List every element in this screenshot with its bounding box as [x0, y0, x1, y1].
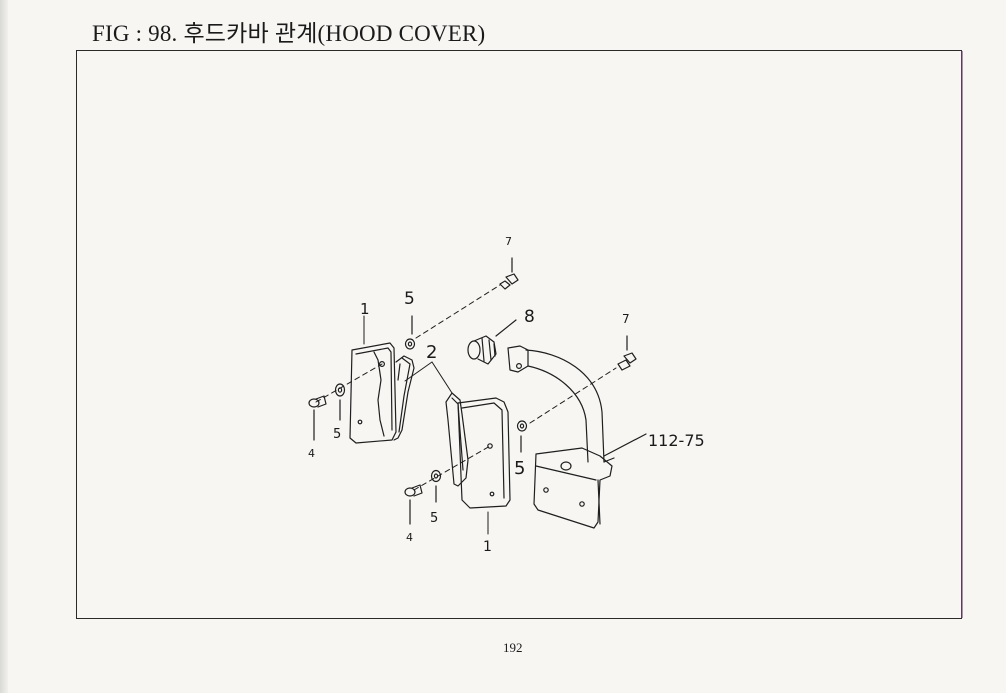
callout-7-top: 7: [505, 235, 512, 248]
screw-4-lower: [404, 484, 423, 525]
diagram-frame: [76, 50, 963, 619]
screw-4-left: [308, 395, 327, 441]
assembly-dashed-lines: [315, 284, 617, 491]
callout-2: 2: [426, 342, 437, 363]
figure-title: FIG : 98. 후드카바 관계(HOOD COVER): [92, 21, 486, 46]
bolt-7-right: [617, 335, 637, 371]
callout-4-left: 4: [308, 447, 315, 460]
callout-1-upper: 1: [360, 300, 370, 318]
callout-5-lower: 5: [430, 511, 438, 526]
callout-1-lower: 1: [483, 539, 492, 555]
callout-5-upper: 5: [404, 289, 415, 309]
gasket-strip-right: [445, 392, 469, 487]
callout-5-left: 5: [333, 427, 341, 442]
gasket-strip-left: [393, 355, 415, 441]
washer-5-upper: [404, 315, 416, 350]
callout-leader-lines: [363, 315, 489, 535]
washer-5-lower: [430, 469, 442, 503]
rubber-boot-8: [467, 319, 517, 365]
hood-cover-panel-left: [349, 342, 397, 444]
hood-cover-panel-right: [457, 397, 511, 509]
frame-edge-mark: [961, 51, 963, 618]
page-binding-edge: [0, 0, 8, 693]
callout-4-lower: 4: [406, 531, 413, 544]
bracket-112-75: [507, 345, 647, 529]
washer-5-right: [516, 420, 528, 453]
callout-8: 8: [524, 307, 535, 327]
page-number: 192: [503, 640, 523, 655]
callout-reference-112-75: 112-75: [648, 431, 705, 450]
callout-7-right: 7: [622, 312, 630, 326]
washer-5-left: [334, 383, 346, 421]
callout-5-right: 5: [514, 458, 525, 479]
bolt-7-top: [499, 257, 519, 290]
